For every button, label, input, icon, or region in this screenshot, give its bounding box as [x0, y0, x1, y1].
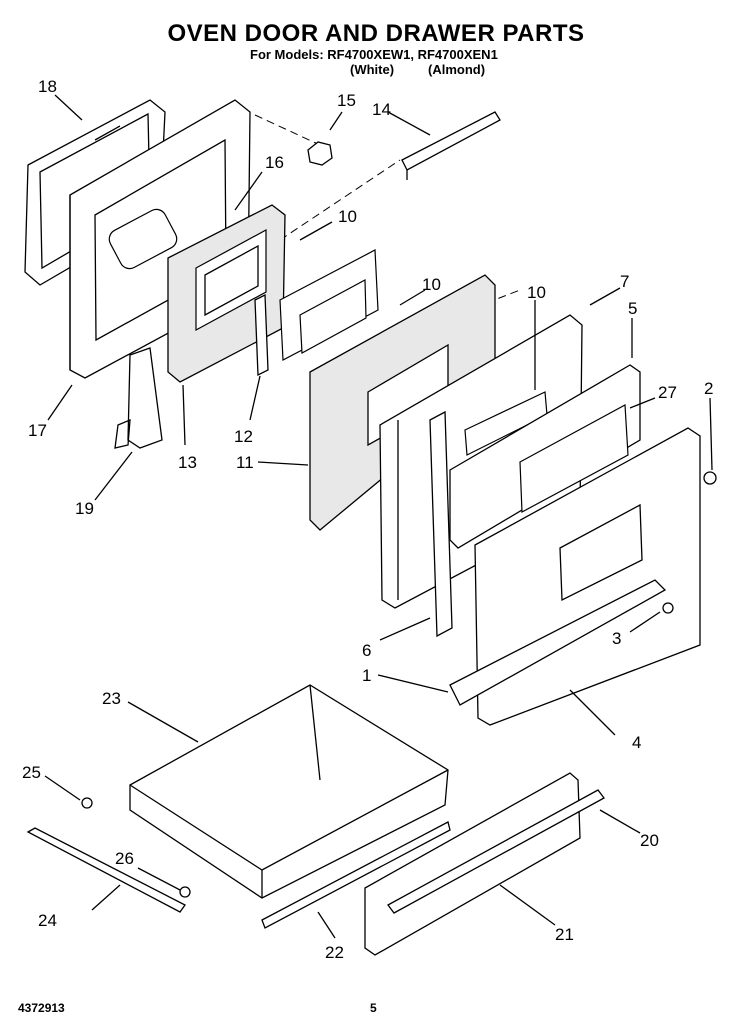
callout-3: 3: [612, 629, 621, 648]
part-26-fastener: [179, 886, 191, 898]
part-14-trim: [401, 111, 501, 180]
callout-13: 13: [178, 453, 197, 472]
part-5-window-pack: [449, 364, 641, 549]
part-2-screw: [703, 471, 717, 485]
part-1-handle: [449, 579, 667, 706]
callout-15: 15: [337, 91, 356, 110]
callout-23: 23: [102, 689, 121, 708]
callout-4: 4: [632, 733, 641, 752]
callout-25: 25: [22, 763, 41, 782]
models-line: For Models: RF4700XEW1, RF4700XEN1: [250, 47, 498, 62]
callout-21: 21: [555, 925, 574, 944]
leader-lines: [44, 94, 713, 939]
part-6-side-trim: [429, 410, 453, 638]
alignment-line: [254, 114, 321, 146]
page-number: 5: [370, 1001, 377, 1015]
part-25-fastener: [81, 797, 93, 809]
callout-18: 18: [38, 77, 57, 96]
callout-24: 24: [38, 911, 57, 930]
callout-11: 11: [236, 453, 254, 472]
callout-20: 20: [640, 831, 659, 850]
callout-26: 26: [115, 849, 134, 868]
callout-10-right: 10: [527, 283, 546, 302]
callout-19: 19: [75, 499, 94, 518]
callout-5: 5: [628, 299, 637, 318]
part-13-insulation: [167, 204, 286, 383]
document-number: 4372913: [18, 1001, 65, 1015]
callout-10-top: 10: [338, 207, 357, 226]
callout-6: 6: [362, 641, 371, 660]
part-23-drawer: [129, 684, 449, 899]
variant-almond-label: (Almond): [428, 62, 486, 77]
alignment-line: [279, 159, 401, 241]
part-10-glass-panel: [279, 249, 379, 361]
part-12-bracket: [254, 293, 269, 377]
variant-white-label: (White): [350, 62, 395, 77]
callout-16: 16: [265, 153, 284, 172]
callout-1: 1: [362, 666, 371, 685]
diagram-title: OVEN DOOR AND DRAWER PARTS: [167, 20, 585, 47]
callout-7: 7: [620, 272, 629, 291]
callout-14: 14: [372, 100, 391, 119]
part-22-rail: [261, 821, 451, 929]
callout-17: 17: [28, 421, 47, 440]
callout-22: 22: [325, 943, 344, 962]
callout-10-mid: 10: [422, 275, 441, 294]
part-24-side-rail: [26, 827, 186, 913]
part-15-clip: [307, 141, 333, 166]
part-3-screw: [662, 602, 674, 614]
callout-2: 2: [704, 379, 713, 398]
part-19-hinge: [114, 347, 163, 449]
callout-27: 27: [658, 383, 677, 402]
callout-12: 12: [234, 427, 253, 446]
part-20-drawer-handle: [387, 789, 605, 914]
